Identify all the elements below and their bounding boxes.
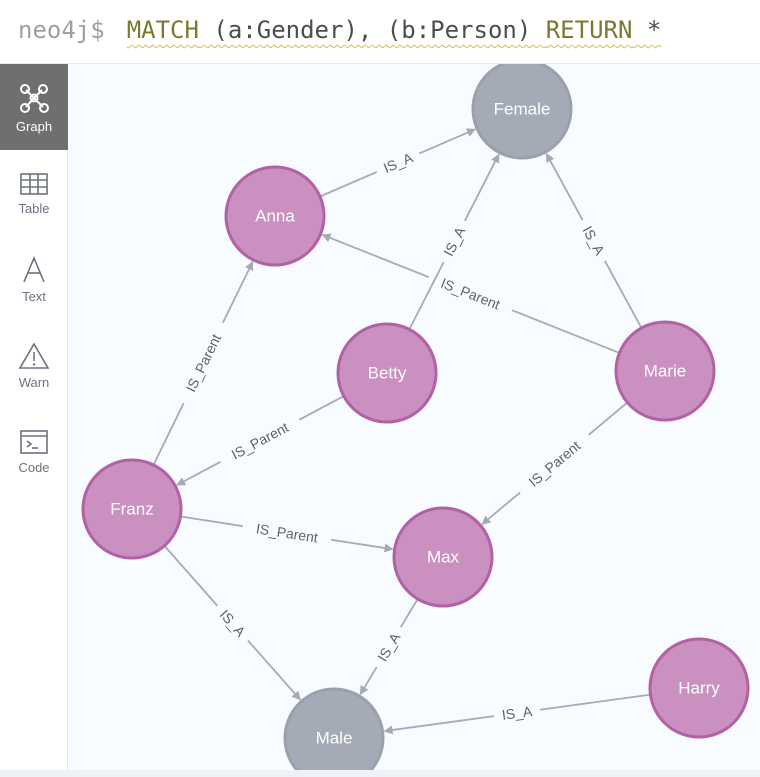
node-label: Marie — [644, 362, 687, 381]
node-label: Betty — [368, 364, 407, 383]
node-circle[interactable] — [336, 322, 438, 424]
node-label: Harry — [678, 679, 720, 698]
relationship-marie-female[interactable]: IS_A — [545, 152, 642, 328]
relationship-line[interactable] — [320, 171, 378, 197]
relationship-franz-max[interactable]: IS_Parent — [181, 515, 394, 553]
view-tab-code[interactable]: Code — [0, 408, 68, 494]
node-male[interactable]: Male — [283, 687, 385, 777]
node-harry[interactable]: Harry — [648, 637, 750, 739]
relationship-line[interactable] — [153, 402, 185, 465]
relationship-label: IS_Parent — [255, 520, 319, 545]
relationship-max-male[interactable]: IS_A — [359, 599, 418, 696]
relationship-label: IS_Parent — [229, 419, 292, 462]
relationship-arrow[interactable] — [359, 666, 378, 696]
relationship-arrow[interactable] — [545, 152, 584, 221]
view-tab-label: Code — [18, 459, 50, 475]
node-label: Female — [494, 100, 551, 119]
node-label: Male — [316, 729, 353, 748]
relationship-arrow[interactable] — [222, 261, 254, 324]
relationship-label: IS_A — [579, 223, 608, 258]
relationship-betty-franz[interactable]: IS_Parent — [176, 395, 344, 486]
relationship-arrow[interactable] — [176, 461, 221, 486]
relationship-line[interactable] — [588, 402, 628, 436]
code-icon — [20, 429, 48, 454]
relationship-line[interactable] — [164, 545, 218, 607]
relationship-line[interactable] — [604, 260, 642, 328]
node-label: Max — [427, 548, 460, 567]
relationship-arrow[interactable] — [247, 639, 301, 701]
node-franz[interactable]: Franz — [81, 458, 183, 560]
view-tab-label: Graph — [15, 118, 53, 134]
keyword-match: MATCH — [126, 16, 199, 44]
query-tail: * — [632, 16, 662, 44]
node-label: Franz — [110, 500, 153, 519]
relationship-franz-male[interactable]: IS_A — [164, 545, 301, 701]
relationship-line[interactable] — [511, 309, 619, 354]
graph-icon — [20, 83, 49, 113]
relationship-line[interactable] — [181, 515, 243, 527]
node-circle[interactable] — [471, 64, 573, 160]
node-circle[interactable] — [283, 687, 385, 777]
warning-icon — [18, 341, 50, 369]
relationship-line[interactable] — [399, 599, 418, 628]
keyword-return: RETURN — [545, 16, 633, 44]
view-tab-label: Warn — [18, 374, 50, 390]
relationship-label: IS_Parent — [182, 331, 224, 394]
query-text[interactable]: MATCH (a:Gender), (b:Person) RETURN * — [127, 16, 662, 44]
node-anna[interactable]: Anna — [224, 165, 326, 267]
node-max[interactable]: Max — [392, 506, 494, 608]
relationship-franz-anna[interactable]: IS_Parent — [153, 261, 254, 465]
text-icon — [23, 255, 45, 282]
node-marie[interactable]: Marie — [614, 320, 716, 422]
relationship-label: IS_A — [501, 703, 534, 723]
query-pattern: (a:Gender), (b:Person) — [198, 16, 546, 44]
query-bar[interactable]: neo4j$ MATCH (a:Gender), (b:Person) RETUR… — [0, 0, 760, 64]
view-tab-label: Text — [22, 288, 46, 304]
relationship-harry-male[interactable]: IS_A — [383, 693, 650, 735]
relationship-arrow[interactable] — [418, 128, 477, 155]
query-prompt: neo4j$ — [18, 16, 105, 44]
node-circle[interactable] — [81, 458, 183, 560]
view-tab-graph[interactable]: Graph — [0, 64, 68, 150]
relationship-label: IS_Parent — [439, 275, 503, 313]
node-female[interactable]: Female — [471, 64, 573, 160]
relationship-anna-female[interactable]: IS_A — [320, 128, 477, 197]
relationship-label: IS_A — [217, 606, 250, 640]
relationship-line[interactable] — [539, 693, 650, 711]
relationship-line[interactable] — [298, 395, 344, 421]
node-circle[interactable] — [224, 165, 326, 267]
relationship-arrow[interactable] — [321, 233, 430, 279]
view-sidebar: Graph Table Text Warn — [0, 64, 68, 777]
view-tab-text[interactable]: Text — [0, 236, 68, 322]
view-tab-table[interactable]: Table — [0, 150, 68, 236]
node-circle[interactable] — [614, 320, 716, 422]
node-label: Anna — [255, 207, 295, 226]
relationship-arrow[interactable] — [464, 153, 500, 222]
relationship-label: IS_A — [381, 149, 416, 176]
relationship-label: IS_A — [374, 629, 404, 664]
bottom-strip — [0, 770, 760, 777]
relationship-arrow[interactable] — [331, 538, 394, 553]
node-circle[interactable] — [392, 506, 494, 608]
node-circle[interactable] — [648, 637, 750, 739]
relationship-arrow[interactable] — [481, 491, 521, 525]
relationship-line[interactable] — [408, 261, 445, 329]
relationship-marie-max[interactable]: IS_Parent — [481, 402, 628, 525]
table-icon — [20, 172, 48, 195]
relationship-label: IS_Parent — [525, 437, 583, 489]
relationship-arrow[interactable] — [383, 715, 495, 735]
node-betty[interactable]: Betty — [336, 322, 438, 424]
relationship-label: IS_A — [440, 224, 468, 259]
view-tab-label: Table — [18, 200, 50, 216]
view-tab-warn[interactable]: Warn — [0, 322, 68, 408]
query-line[interactable]: neo4j$ MATCH (a:Gender), (b:Person) RETUR… — [18, 14, 661, 46]
